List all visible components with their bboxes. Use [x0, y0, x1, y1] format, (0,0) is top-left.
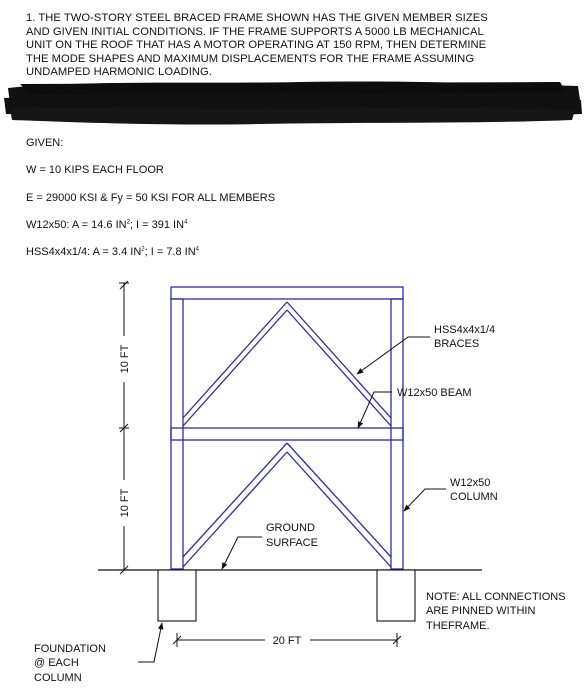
- problem-line-2: AND GIVEN INITIAL CONDITIONS. IF THE FRA…: [26, 25, 484, 38]
- note-line-3: THEFRAME.: [426, 620, 490, 632]
- foundation-leader: [138, 622, 164, 663]
- label-foundation-each: @ EACH: [34, 657, 79, 669]
- label-beam: W12x50 BEAM: [397, 387, 472, 399]
- label-surface: SURFACE: [266, 537, 318, 549]
- given-w12x50-area-exponent: 2: [126, 219, 130, 226]
- dim-label-mask-lower: [114, 480, 134, 526]
- problem-line-4: THE MODE SHAPES AND MAXIMUM DISPLACEMENT…: [26, 52, 475, 65]
- label-column-size: W12x50: [450, 477, 490, 489]
- label-foundation-column: COLUMN: [34, 672, 82, 684]
- label-foundation: FOUNDATION: [34, 643, 106, 655]
- given-hss: HSS4x4x1/4: A = 3.4 IN2; I = 7.8 IN4: [26, 246, 199, 258]
- lower-chevron-brace: [182, 442, 392, 568]
- ground-leader: [221, 536, 262, 570]
- dim-label-mask-upper: [114, 336, 134, 382]
- given-w12x50-area: W12x50: A = 14.6 IN: [26, 219, 127, 231]
- given-floor-weight: W = 10 KIPS EACH FLOOR: [26, 164, 164, 176]
- right-column: [390, 298, 404, 570]
- note-line-2: ARE PINNED WITHIN: [426, 605, 535, 617]
- problem-line-5: UNDAMPED HARMONIC LOADING.: [26, 66, 212, 79]
- beam-leader: [357, 391, 392, 429]
- dim-lower-story: 10 FT: [119, 488, 131, 517]
- given-w12x50-inertia-exponent: 4: [184, 219, 188, 226]
- given-hss-area: HSS4x4x1/4: A = 3.4 IN: [26, 246, 142, 258]
- dim-span: 20 FT: [273, 635, 302, 647]
- dim-upper-story: 10 FT: [119, 344, 131, 373]
- given-w12x50-inertia: ; I = 391 IN: [129, 219, 185, 231]
- given-hss-inertia: ; I = 7.8 IN: [144, 246, 196, 258]
- right-foundation: [376, 569, 416, 622]
- label-ground: GROUND: [266, 522, 315, 534]
- upper-chevron-brace: [182, 301, 392, 427]
- floor-beam: [170, 427, 404, 441]
- problem-statement: 1. THE TWO-STORY STEEL BRACED FRAME SHOW…: [26, 12, 566, 80]
- span-dimension: [172, 633, 402, 647]
- vertical-dimension: [119, 280, 129, 575]
- label-braces: BRACES: [434, 338, 479, 350]
- roof-beam: [170, 286, 404, 300]
- given-hss-area-exponent: 2: [141, 246, 145, 253]
- left-foundation: [157, 569, 197, 622]
- given-hss-inertia-exponent: 4: [195, 246, 200, 253]
- note-line-1: NOTE: ALL CONNECTIONS: [426, 591, 566, 603]
- given-heading: GIVEN:: [26, 137, 64, 149]
- column-leader: [403, 488, 446, 512]
- label-column: COLUMN: [450, 491, 498, 503]
- problem-line-3: UNIT ON THE ROOF THAT HAS A MOTOR OPERAT…: [26, 39, 487, 52]
- left-column: [170, 298, 184, 570]
- braces-leader: [356, 336, 430, 375]
- problem-line-1: 1. THE TWO-STORY STEEL BRACED FRAME SHOW…: [26, 12, 488, 24]
- given-w12x50: W12x50: A = 14.6 IN2; I = 391 IN4: [26, 219, 187, 231]
- label-braces-size: HSS4x4x1/4: [434, 324, 495, 336]
- given-material: E = 29000 KSI & Fy = 50 KSI FOR ALL MEMB…: [26, 192, 276, 204]
